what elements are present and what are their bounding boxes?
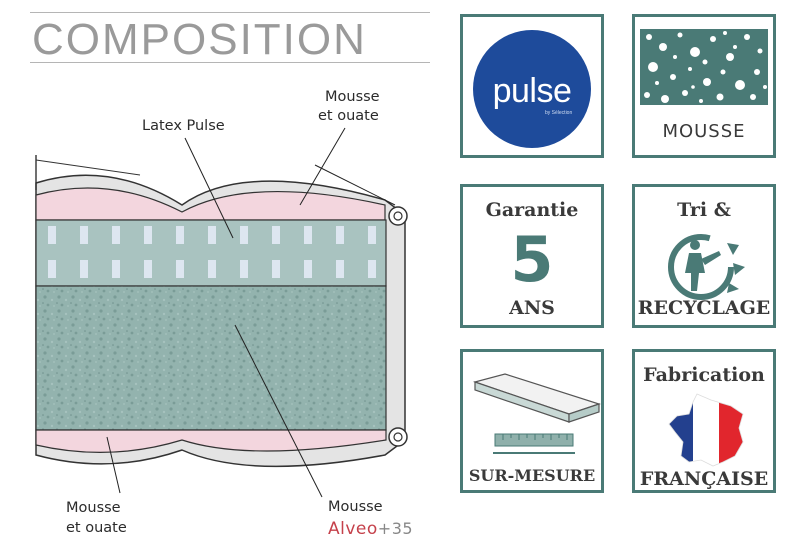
label-latex-pulse: Latex Pulse bbox=[142, 118, 225, 134]
mousse-caption: MOUSSE bbox=[662, 121, 746, 142]
brand-name: Alveo bbox=[328, 519, 378, 539]
triman-recycling-icon bbox=[668, 234, 745, 300]
page-title: COMPOSITION bbox=[32, 15, 367, 64]
card-garantie: Garantie 5 ANS bbox=[460, 184, 604, 328]
label-top-mousse-1: Mousse bbox=[325, 89, 380, 105]
title-rule-top bbox=[30, 12, 430, 13]
pulse-logo-subtext: by Sélection bbox=[545, 110, 573, 116]
garantie-label: Garantie bbox=[485, 199, 579, 221]
recyclage-label: RECYCLAGE bbox=[637, 297, 771, 319]
card-mousse: MOUSSE bbox=[632, 14, 776, 158]
foam-core bbox=[35, 285, 387, 431]
pulse-logo-icon bbox=[473, 30, 591, 148]
label-top-mousse-2: et ouate bbox=[318, 108, 379, 124]
card-pulse: pulse by Sélection bbox=[460, 14, 604, 158]
tri-label: Tri & bbox=[677, 199, 731, 221]
card-sur-mesure: SUR-MESURE bbox=[460, 349, 604, 493]
brand-suffix: +35 bbox=[377, 519, 414, 538]
title-rule-bottom bbox=[30, 62, 430, 63]
mattress-diagram bbox=[35, 127, 408, 498]
mattress-ruler-icon bbox=[472, 373, 601, 447]
label-bottom-mousse-1: Mousse bbox=[66, 500, 121, 516]
leader-lines bbox=[106, 127, 396, 498]
bottom-comfort-layer bbox=[35, 429, 387, 453]
latex-perforations bbox=[48, 226, 376, 278]
label-mousse-core: Mousse bbox=[328, 499, 383, 515]
francaise-label: FRANÇAISE bbox=[639, 468, 769, 490]
top-comfort-layer bbox=[35, 187, 386, 221]
fabrication-label: Fabrication bbox=[643, 364, 765, 386]
card-fabrication: Fabrication FRANÇAISE bbox=[632, 349, 776, 493]
label-bottom-mousse-2: et ouate bbox=[66, 520, 127, 536]
foam-texture-icon bbox=[640, 29, 768, 105]
measure-arrow bbox=[493, 452, 575, 454]
pulse-logo-text: pulse bbox=[492, 72, 572, 110]
sur-mesure-caption: SUR-MESURE bbox=[468, 466, 596, 485]
alveo-brand-logo: Alveo+35 bbox=[328, 519, 413, 539]
garantie-unit: ANS bbox=[509, 297, 555, 319]
france-flag-map-icon bbox=[668, 393, 744, 467]
garantie-years: 5 bbox=[510, 223, 554, 296]
card-recyclage: Tri & RECYCLAGE bbox=[632, 184, 776, 328]
